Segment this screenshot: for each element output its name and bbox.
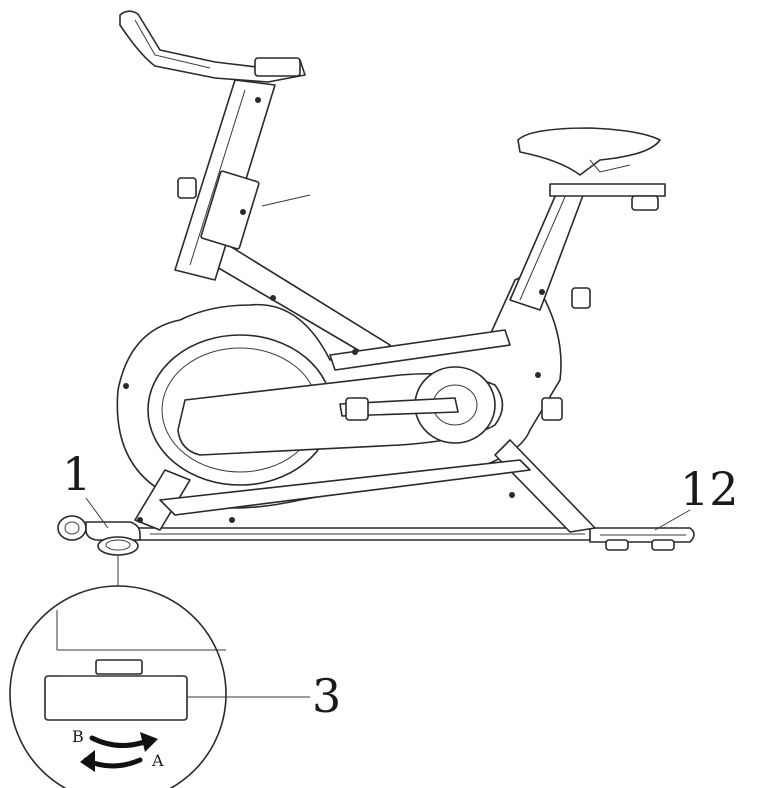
base-frame [109,527,601,541]
rotation-label-b: B [72,727,84,746]
main-frame [116,79,596,533]
leveler-detail: 3 B A [9,555,341,788]
rotation-label-a: A [151,751,164,770]
handlebars [119,10,306,83]
callout-label-3: 3 [312,669,341,723]
frame-bolts [123,97,545,523]
saddle [517,127,666,211]
callout-1: 1 [62,447,109,529]
callout-label-12: 12 [680,462,739,516]
callout-label-1: 1 [62,447,91,501]
rotation-arrows-icon [80,732,158,772]
rear-stabilizer [589,527,695,551]
callout-12: 12 [654,462,739,531]
front-stabilizer [57,515,141,556]
